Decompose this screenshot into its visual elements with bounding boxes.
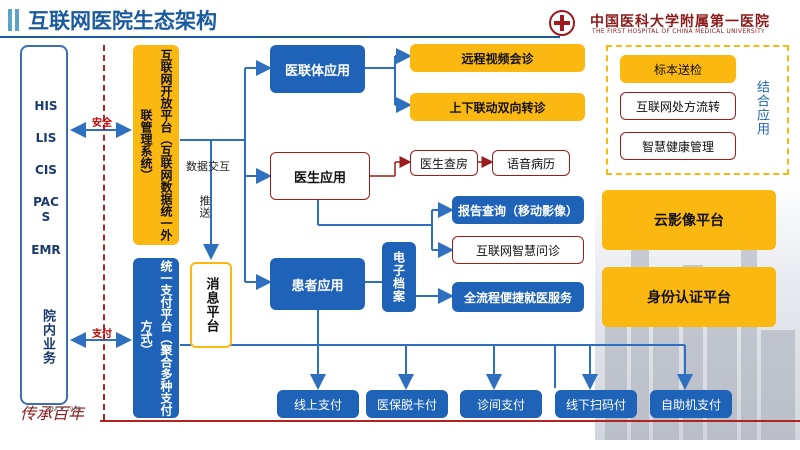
data-exchange-label: 数据交互 — [186, 160, 230, 173]
patient-app: 患者应用 — [270, 258, 365, 310]
internal-systems-panel: HIS LIS CIS PAC S EMR 院内业务 — [20, 45, 68, 405]
insurance-cardless-payment: 医保脱卡付 — [366, 390, 448, 418]
push-label: 推送 — [198, 195, 211, 219]
remote-video-consultation: 远程视频会诊 — [410, 44, 585, 72]
system-emr: EMR — [31, 243, 61, 257]
hospital-name: 中国医科大学附属第一医院 — [590, 14, 770, 30]
voice-medical-record: 语音病历 — [492, 150, 570, 176]
system-cis: CIS — [35, 163, 57, 177]
identity-auth-platform: 身份认证平台 — [602, 267, 776, 327]
hospital-name-en: THE FIRST HOSPITAL OF CHINA MEDICAL UNIV… — [592, 28, 766, 35]
specimen-delivery: 标本送检 — [620, 55, 736, 83]
online-payment: 线上支付 — [277, 390, 359, 418]
combined-applications-group — [606, 45, 789, 175]
title-underline — [0, 36, 560, 38]
title-accent — [8, 9, 12, 31]
frame-bottom-line — [100, 420, 800, 422]
report-query: 报告查询（移动影像） — [452, 196, 584, 224]
clinic-payment: 诊间支付 — [460, 390, 542, 418]
doctor-app: 医生应用 — [270, 152, 370, 200]
system-his: HIS — [34, 99, 58, 113]
offline-scan-payment: 线下扫码付 — [555, 390, 637, 418]
open-platform: 互联网开放平台（互联网数据统一外联管理系统） — [133, 45, 179, 245]
prescription-circulation: 互联网处方流转 — [620, 92, 736, 120]
payment-platform: 统一支付平台（聚合多种支付方式） — [133, 258, 179, 418]
centennial-logo: 传承百年 — [20, 404, 85, 423]
cloud-imaging-platform: 云影像平台 — [602, 190, 776, 250]
kiosk-payment: 自助机支付 — [650, 390, 732, 418]
doctor-rounds: 医生查房 — [410, 150, 478, 176]
electronic-health-record: 电子档案 — [382, 242, 416, 312]
payment-label: 支付 — [92, 329, 112, 340]
full-process-service: 全流程便捷就医服务 — [452, 282, 584, 312]
combined-applications-label: 结合应用 — [754, 80, 769, 136]
since-label: SINCE 1908 — [46, 406, 82, 413]
hospital-logo-icon — [549, 10, 575, 36]
medical-union-app: 医联体应用 — [270, 45, 365, 93]
internal-business-label: 院内业务 — [40, 309, 55, 365]
title-bar: 互联网医院生态架构 中国医科大学附属第一医院 THE FIRST HOSPITA… — [0, 0, 800, 40]
system-lis: LIS — [35, 131, 57, 145]
frame-divider — [103, 45, 105, 420]
system-pacs: PAC S — [33, 195, 59, 224]
smart-consultation: 互联网智慧问诊 — [452, 236, 584, 264]
health-management: 智慧健康管理 — [620, 132, 736, 160]
page-title: 互联网医院生态架构 — [28, 9, 217, 33]
message-platform: 消息平台 — [190, 262, 232, 348]
two-way-referral: 上下联动双向转诊 — [410, 93, 585, 121]
security-label: 安全 — [92, 118, 112, 129]
title-accent — [15, 9, 19, 31]
